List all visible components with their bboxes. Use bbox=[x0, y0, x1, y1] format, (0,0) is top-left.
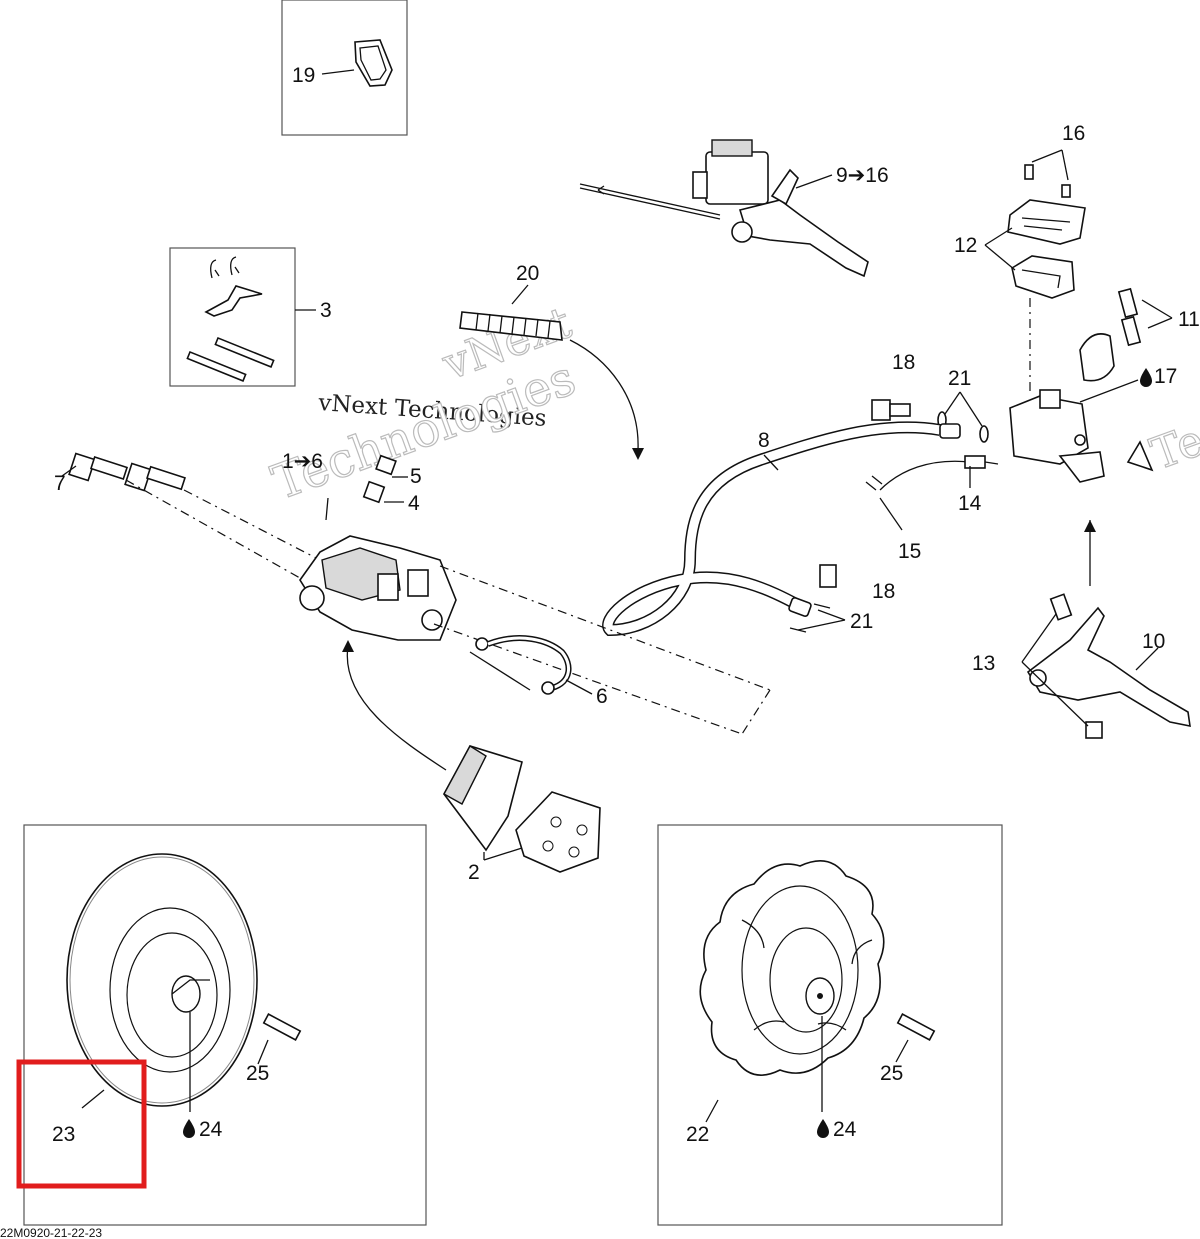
callout-20: 20 bbox=[516, 262, 539, 285]
part-10-13-brake-lever bbox=[1021, 520, 1191, 739]
callout-24-left: 24 bbox=[199, 1118, 223, 1141]
callout-3: 3 bbox=[320, 299, 332, 322]
callout-24-right: 24 bbox=[833, 1118, 857, 1141]
callout-13: 13 bbox=[972, 652, 995, 675]
callout-8: 8 bbox=[758, 429, 770, 452]
callout-19: 19 bbox=[292, 64, 315, 87]
callout-6: 6 bbox=[596, 685, 608, 708]
part-14-15-switch-cable bbox=[865, 455, 999, 531]
part-6-bleeder-tube bbox=[469, 635, 593, 695]
callout-25-left: 25 bbox=[246, 1062, 269, 1085]
inset-box-19 bbox=[281, 0, 408, 136]
part-2-brake-pads bbox=[443, 745, 601, 873]
part-12-reservoir-cover bbox=[984, 199, 1086, 299]
callout-5: 5 bbox=[410, 465, 422, 488]
oil-drop-icon bbox=[183, 1119, 195, 1138]
inset-box-3 bbox=[169, 247, 296, 387]
inset-box-front-disc bbox=[657, 824, 1003, 1226]
part-22-front-brake-disc bbox=[699, 860, 936, 1123]
highlight-box-part-23 bbox=[16, 1059, 147, 1189]
callout-23: 23 bbox=[52, 1123, 75, 1146]
part-19-clip bbox=[321, 39, 393, 87]
callout-18-top: 18 bbox=[892, 351, 915, 374]
callout-21-mid: 21 bbox=[850, 610, 873, 633]
callout-15: 15 bbox=[898, 540, 921, 563]
callout-2: 2 bbox=[468, 861, 480, 884]
callout-14: 14 bbox=[958, 492, 982, 515]
oil-drop-icon bbox=[817, 1119, 829, 1138]
callout-18-mid: 18 bbox=[872, 580, 895, 603]
oil-drop-icon bbox=[1140, 368, 1152, 387]
part-1-6-brake-caliper bbox=[299, 497, 771, 771]
part-7-bolts bbox=[61, 452, 321, 579]
callout-9-16: 9➔16 bbox=[836, 164, 889, 187]
callout-labels: 19 3 20 9➔16 16 12 11 17 18 21 8 7 1➔6 5… bbox=[52, 64, 1200, 1146]
part-20-hose-protector bbox=[459, 284, 644, 460]
part-11-clamp-bolts bbox=[1079, 287, 1173, 382]
callout-10: 10 bbox=[1142, 630, 1165, 653]
callout-25-right: 25 bbox=[880, 1062, 903, 1085]
part-23-rear-brake-disc bbox=[66, 853, 302, 1112]
callout-22: 22 bbox=[686, 1123, 709, 1146]
part-16-screws bbox=[1024, 149, 1071, 198]
callout-12: 12 bbox=[954, 234, 977, 257]
callout-4: 4 bbox=[408, 492, 420, 515]
callout-7: 7 bbox=[54, 472, 66, 495]
part-18-21-banjo-lower bbox=[789, 564, 846, 633]
callout-16: 16 bbox=[1062, 122, 1085, 145]
part-9-16-master-cylinder-top bbox=[579, 139, 869, 278]
part-8-brake-hose bbox=[602, 421, 961, 637]
drawing-code: 22M0920-21-22-23 bbox=[0, 1226, 102, 1239]
callout-21-top: 21 bbox=[948, 367, 971, 390]
part-17-master-cylinder bbox=[1009, 298, 1154, 483]
part-4-5-caliper-fittings bbox=[362, 454, 408, 504]
callout-11: 11 bbox=[1178, 308, 1200, 331]
part-3-pin-kit bbox=[186, 256, 316, 383]
callout-1-6: 1➔6 bbox=[282, 450, 323, 473]
callout-17: 17 bbox=[1154, 365, 1177, 388]
inset-box-rear-disc bbox=[23, 824, 427, 1226]
